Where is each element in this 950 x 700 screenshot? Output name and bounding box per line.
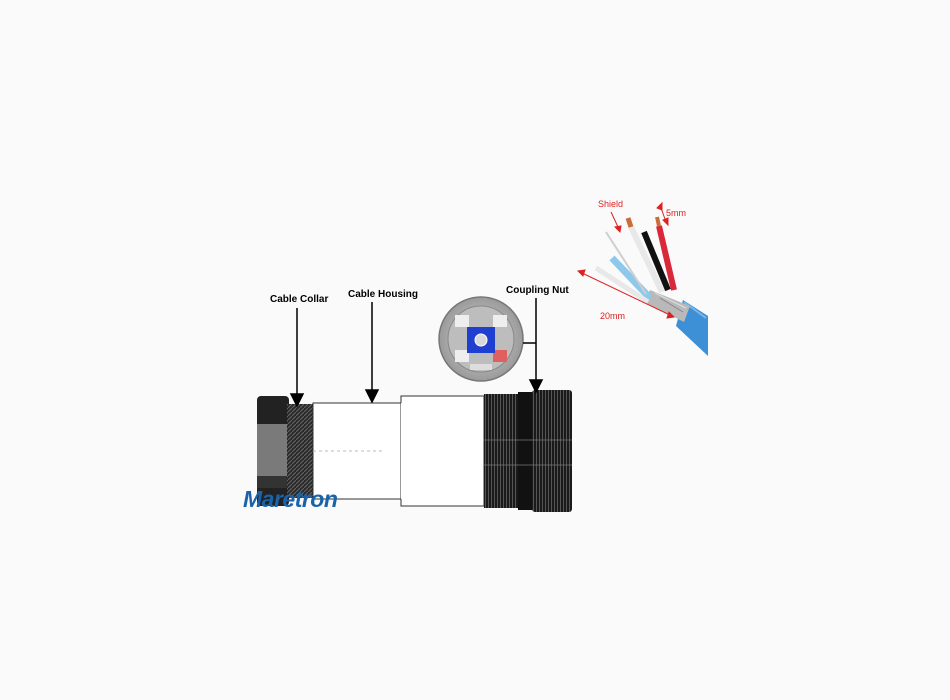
cable-collar-part <box>287 404 313 498</box>
dimension-arrows <box>576 201 676 319</box>
twenty-mm-label: 20mm <box>600 311 626 321</box>
coupling-nut-label: Coupling Nut <box>506 285 569 296</box>
callout-arrows <box>289 298 544 408</box>
five-mm-label: 5mm <box>666 208 686 218</box>
hex-nut <box>257 396 289 506</box>
connector-face <box>438 296 536 382</box>
cable-collar-label: Cable Collar <box>270 294 329 305</box>
stripped-cable-illustration <box>594 216 708 356</box>
shield-label: Shield <box>598 199 624 209</box>
cable-housing-part <box>312 395 485 507</box>
maretron-logo: Maretron <box>243 486 338 512</box>
coupling-nut-part <box>484 390 572 512</box>
cable-housing-label: Cable Housing <box>348 289 419 300</box>
